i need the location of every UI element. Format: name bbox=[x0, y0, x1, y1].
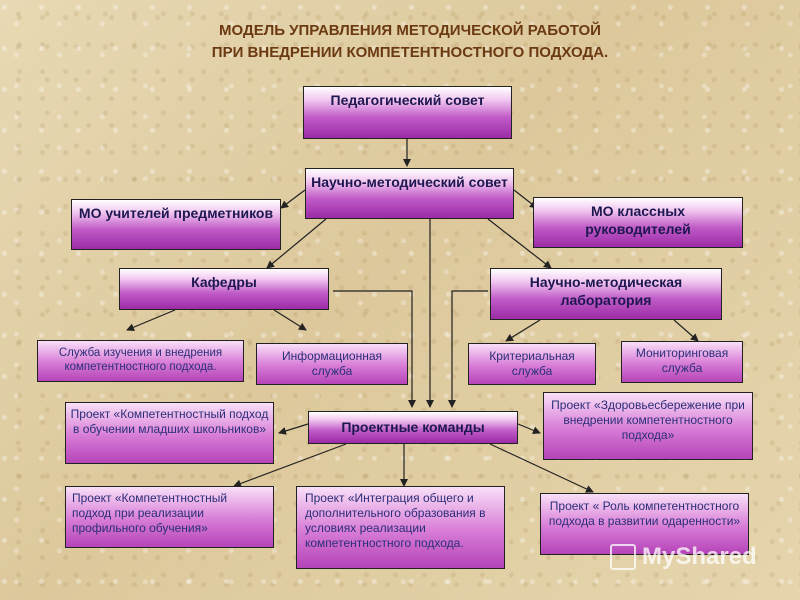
diagram-title: МОДЕЛЬ УПРАВЛЕНИЯ МЕТОДИЧЕСКОЙ РАБОТОЙ П… bbox=[150, 20, 670, 64]
project-health-saving-box: Проект «Здоровьесбережение при внедрении… bbox=[543, 392, 753, 460]
project-junior-school-box: Проект «Компетентностный подход в обучен… bbox=[65, 402, 274, 464]
arrow-nm-to-lab bbox=[487, 218, 552, 269]
arrow-lab-to-krit bbox=[505, 319, 541, 342]
arrow-lab-to-projects bbox=[448, 290, 488, 408]
title-line-2: ПРИ ВНЕДРЕНИИ КОМПЕТЕНТНОСТНОГО ПОДХОДА. bbox=[211, 44, 609, 61]
criteria-service-box: Критериальная служба bbox=[468, 343, 596, 385]
project-talent-development-box: Проект « Роль компетентностного подхода … bbox=[540, 493, 749, 555]
arrow-kafedry-to-info bbox=[273, 309, 307, 331]
arrow-kafedry-to-sluzhba bbox=[126, 309, 176, 331]
arrow-lab-to-monitor bbox=[673, 319, 699, 342]
arrow-projects-to-talent bbox=[489, 443, 594, 493]
arrow-kafedry-to-projects bbox=[333, 290, 416, 408]
competence-study-service-box: Служба изучения и внедрения компетентнос… bbox=[37, 340, 244, 382]
scientific-methodical-lab-box: Научно-методическая лаборатория bbox=[490, 268, 722, 320]
mo-class-teachers-box: МО классных руководителей bbox=[533, 197, 743, 248]
arrow-nm-to-kafedry bbox=[266, 218, 327, 269]
project-integration-box: Проект «Интеграция общего и дополнительн… bbox=[296, 486, 505, 569]
arrow-projects-to-health bbox=[517, 423, 541, 435]
myshared-logo-icon bbox=[610, 544, 636, 570]
departments-box: Кафедры bbox=[119, 268, 329, 310]
title-line-1: МОДЕЛЬ УПРАВЛЕНИЯ МЕТОДИЧЕСКОЙ РАБОТОЙ bbox=[219, 22, 601, 39]
arrow-nm-to-mo-teachers bbox=[280, 189, 306, 209]
project-profile-education-box: Проект «Компетентностный подход при реал… bbox=[65, 486, 274, 548]
arrow-projects-to-profile bbox=[233, 443, 347, 488]
information-service-box: Информационная служба bbox=[256, 343, 408, 385]
pedagogical-council-box: Педагогический совет bbox=[303, 86, 512, 139]
myshared-watermark: MyShared bbox=[610, 540, 780, 574]
mo-subject-teachers-box: МО учителей предметников bbox=[71, 199, 281, 250]
scientific-methodical-council-box: Научно-методический совет bbox=[305, 168, 514, 219]
watermark-text: MyShared bbox=[642, 543, 757, 570]
project-teams-box: Проектные команды bbox=[308, 411, 518, 444]
monitoring-service-box: Мониторинговая служба bbox=[621, 341, 743, 383]
arrow-projects-to-junior bbox=[278, 423, 309, 435]
